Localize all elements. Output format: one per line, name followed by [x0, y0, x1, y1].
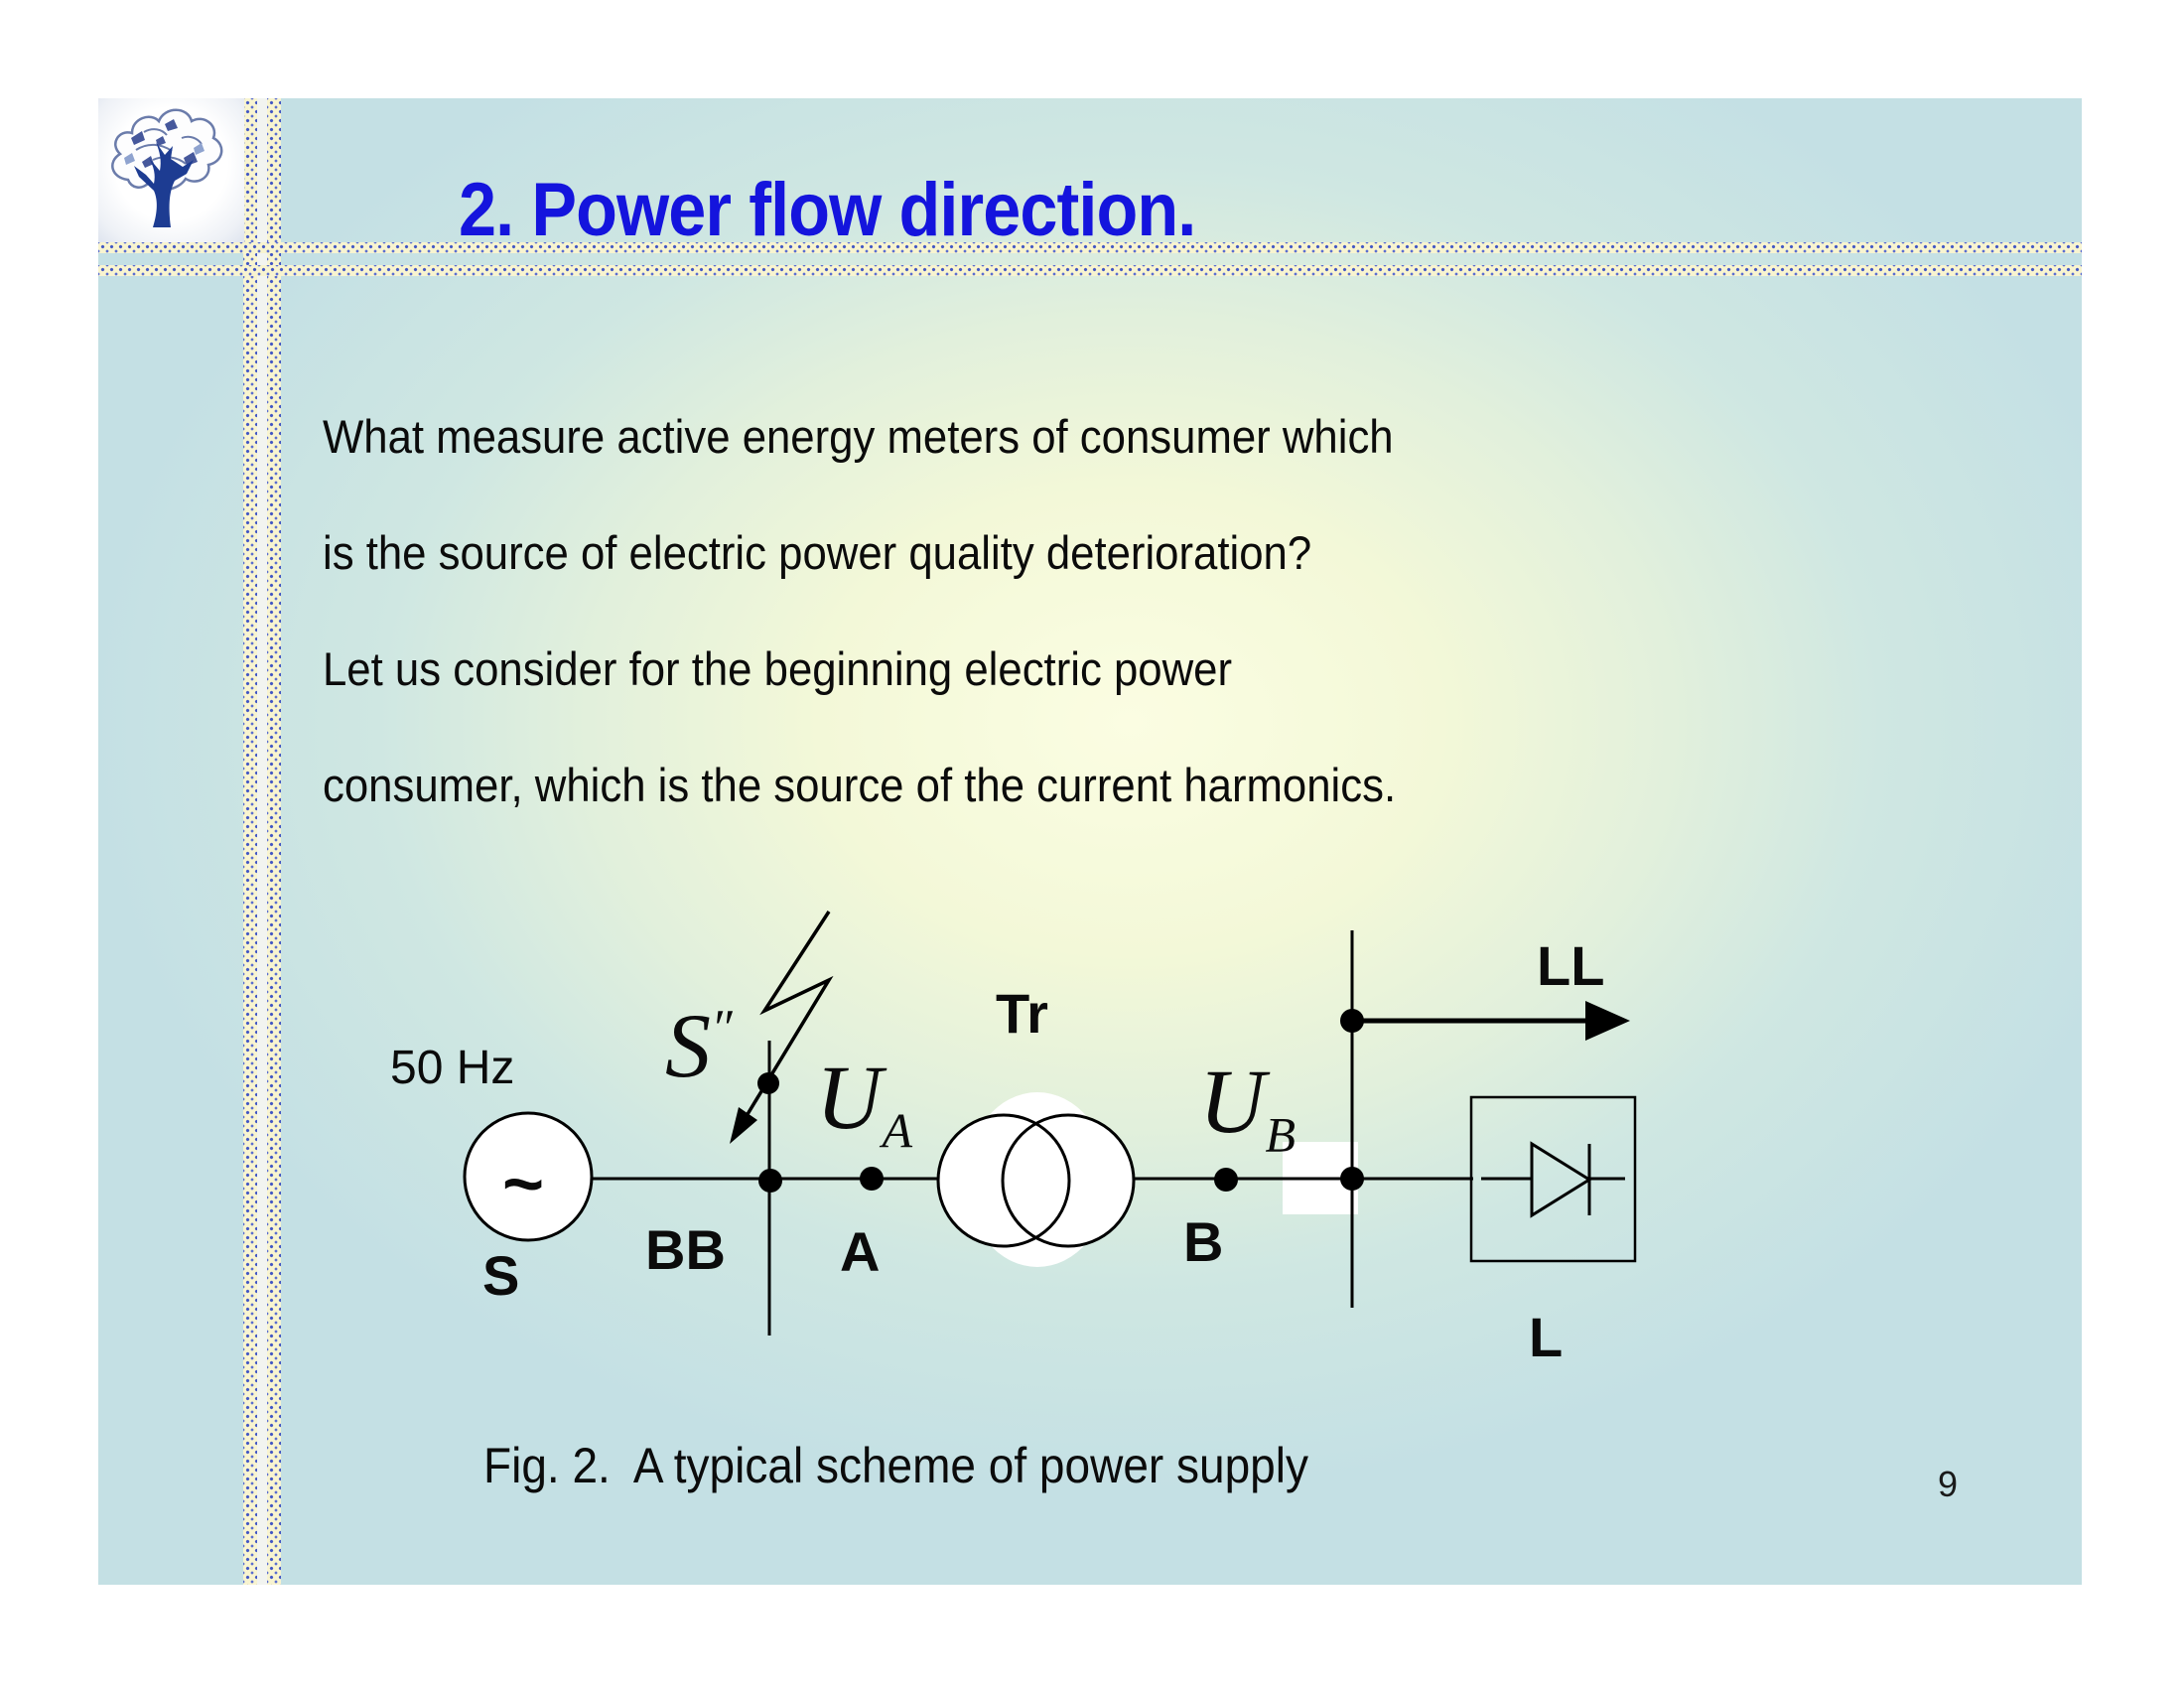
title-underline-band-1	[98, 242, 2082, 253]
body-line-3: Let us consider for the beginning electr…	[323, 642, 1233, 695]
voltage-b-sub: B	[1265, 1106, 1296, 1163]
body-line-4: consumer, which is the source of the cur…	[323, 759, 1397, 811]
stripe-gap-column	[256, 98, 268, 1585]
logo-box	[98, 98, 244, 244]
short-circuit-power-label: S″	[665, 993, 733, 1098]
tree-logo-icon	[111, 108, 223, 227]
page-title: 2. Power flow direction.	[459, 168, 1196, 252]
voltage-a-base: U	[816, 1047, 883, 1148]
figure-caption: Fig. 2. A typical scheme of power supply	[483, 1438, 1308, 1493]
load-label: L	[1529, 1306, 1564, 1368]
busbar-label: BB	[645, 1218, 726, 1281]
page-number: 9	[1938, 1464, 1959, 1504]
voltage-b-base: U	[1199, 1051, 1266, 1152]
voltage-a-label: UA	[816, 1045, 912, 1159]
voltage-a-sub: A	[882, 1102, 912, 1159]
node-a-label: A	[840, 1220, 881, 1283]
title-underline-band-2	[98, 265, 2082, 276]
node-b-label: B	[1183, 1210, 1224, 1273]
voltage-b-label: UB	[1199, 1049, 1296, 1163]
body-line-2: is the source of electric power quality …	[323, 526, 1312, 579]
source-label: S	[482, 1244, 520, 1307]
source-symbol: ~	[502, 1145, 545, 1224]
left-stripe-1	[243, 98, 257, 1585]
short-circuit-base: S	[665, 995, 711, 1096]
left-stripe-2	[267, 98, 281, 1585]
transformer-label: Tr	[996, 982, 1048, 1045]
load-line-label: LL	[1537, 934, 1605, 997]
body-line-1: What measure active energy meters of con…	[323, 410, 1394, 463]
frequency-label: 50 Hz	[390, 1042, 515, 1094]
slide-background	[98, 98, 2082, 1585]
short-circuit-prime: ″	[711, 1000, 733, 1057]
